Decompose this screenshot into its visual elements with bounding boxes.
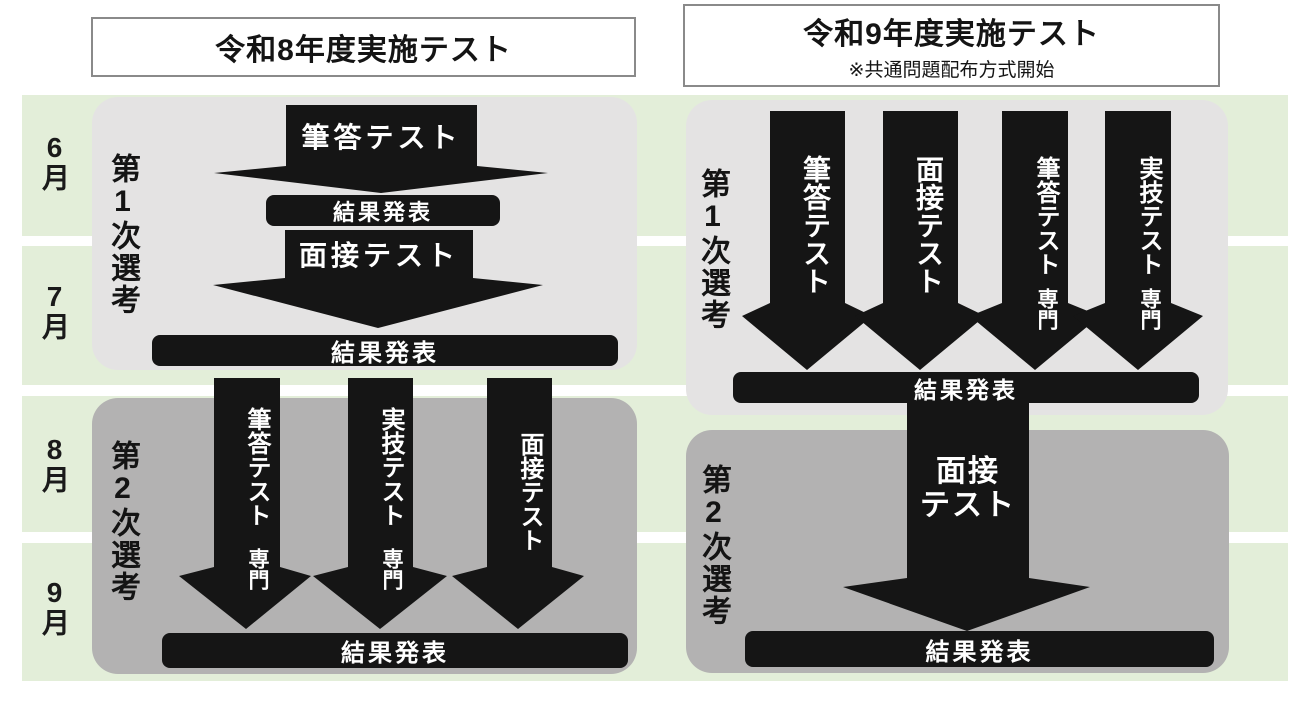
header-reiwa9: 令和9年度実施テスト ※共通問題配布方式開始: [683, 4, 1220, 87]
result-bar-label: 結果発表: [341, 640, 449, 667]
arrow-label-written-test: 筆答テスト: [800, 155, 831, 295]
header-reiwa8-title: 令和8年度実施テスト: [215, 34, 512, 67]
label-right-stage1: 第1次選考: [696, 168, 729, 331]
arrow-label-practical-test: 実技テスト: [1135, 156, 1162, 276]
header-reiwa9-title: 令和9年度実施テスト: [803, 18, 1100, 51]
arrow-label-line1: 面接: [936, 455, 1000, 489]
result-bar-label: 結果発表: [331, 340, 439, 367]
arrow-label-line2: テスト: [920, 489, 1016, 522]
header-reiwa9-subtitle: ※共通問題配布方式開始: [848, 60, 1055, 81]
arrow-label-written-test: 筆答テスト: [243, 407, 270, 527]
arrow-sublabel-specialized: 専門: [246, 548, 269, 590]
header-reiwa8: 令和8年度実施テスト: [91, 17, 636, 77]
result-bar-label: 結果発表: [925, 638, 1034, 666]
arrow-label-interview-test: 面接 テスト: [907, 448, 1029, 530]
result-bar-label: 結果発表: [332, 199, 433, 225]
month-label-september: 9月: [39, 577, 70, 636]
month-label-june: 6月: [39, 132, 70, 191]
arrow-label-interview-test: 面接テスト: [516, 432, 543, 552]
arrow-sublabel-specialized: 専門: [380, 548, 403, 590]
month-label-july: 7月: [39, 281, 70, 340]
month-label-august: 8月: [39, 434, 70, 493]
arrow-label-written-test: 筆答テスト: [301, 121, 462, 153]
result-bar: 結果発表: [745, 631, 1214, 667]
arrow-sublabel-specialized: 専門: [1035, 288, 1058, 330]
label-right-stage2: 第2次選考: [697, 464, 730, 627]
result-bar: 結果発表: [733, 372, 1199, 403]
arrow-label-interview-test: 面接テスト: [913, 155, 944, 295]
arrow-sublabel-specialized: 専門: [1138, 288, 1161, 330]
result-bar: 結果発表: [162, 633, 628, 668]
arrow-label-interview-test: 面接テスト: [298, 240, 459, 271]
result-bar-label: 結果発表: [914, 376, 1018, 403]
arrow-label-written-test: 筆答テスト: [1032, 156, 1059, 276]
label-left-stage1: 第1次選考: [106, 153, 139, 316]
result-bar: 結果発表: [266, 195, 500, 226]
result-bar: 結果発表: [152, 335, 618, 367]
arrow-label-practical-test: 実技テスト: [377, 407, 404, 527]
label-left-stage2: 第2次選考: [106, 440, 139, 603]
